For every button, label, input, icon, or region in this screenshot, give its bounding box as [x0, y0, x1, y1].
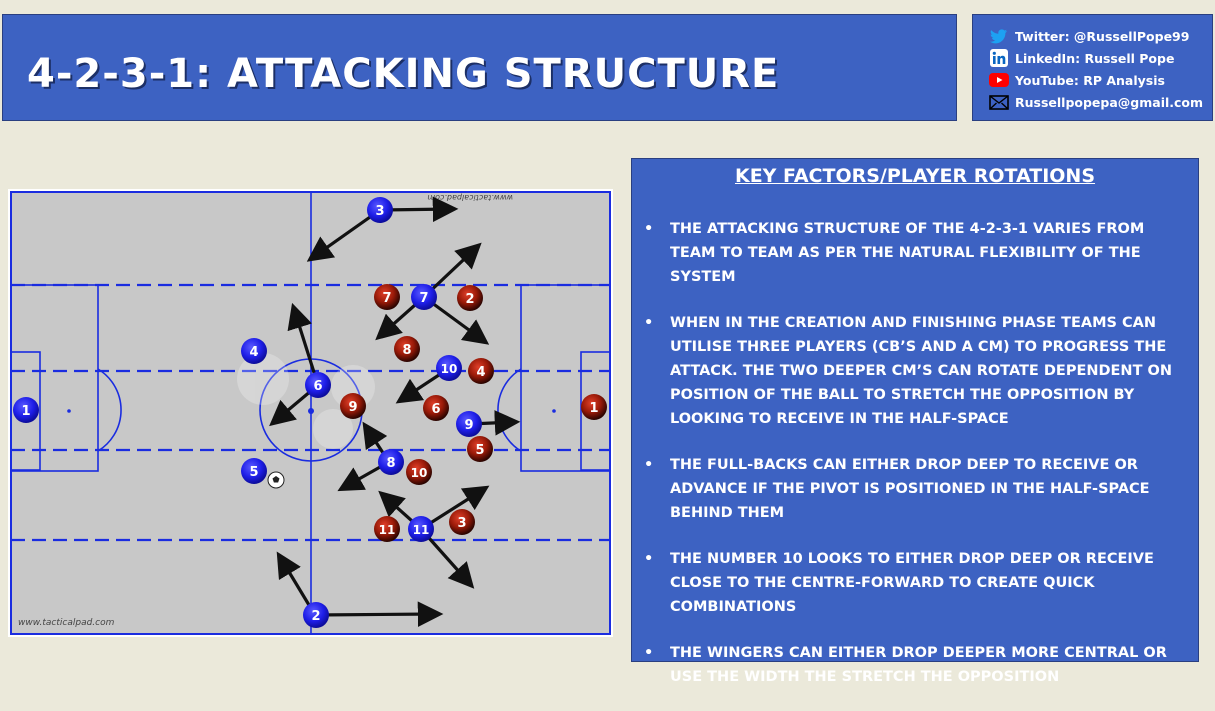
svg-text:7: 7 [382, 291, 391, 306]
red-player-9[interactable]: 9 [340, 393, 366, 419]
linkedin-row[interactable]: LinkedIn: Russell Pope [989, 47, 1174, 69]
blue-player-3[interactable]: 3 [367, 197, 393, 223]
tacticalpad-logo [237, 353, 375, 449]
email-row[interactable]: Russellpopepa@gmail.com [989, 91, 1203, 113]
red-player-5[interactable]: 5 [467, 436, 493, 462]
svg-text:11: 11 [413, 523, 430, 537]
blue-player-9[interactable]: 9 [456, 411, 482, 437]
red-player-6[interactable]: 6 [423, 395, 449, 421]
twitter-icon [989, 27, 1009, 45]
social-links-box: Twitter: @RussellPope99 LinkedIn: Russel… [972, 14, 1213, 121]
tactical-pitch: www.tacticalpad.com www.tacticalpad.com [8, 189, 613, 637]
blue-player-5[interactable]: 5 [241, 458, 267, 484]
linkedin-name: LinkedIn: Russell Pope [1015, 50, 1175, 66]
blue-player-6[interactable]: 6 [305, 372, 331, 398]
red-player-11[interactable]: 11 [374, 516, 400, 542]
svg-text:2: 2 [311, 609, 320, 624]
key-factor-3: The full-backs can either drop deep to r… [642, 453, 1192, 525]
svg-text:2: 2 [465, 292, 474, 307]
svg-text:10: 10 [411, 466, 428, 480]
key-factors-list: The attacking structure of the 4-2-3-1 v… [642, 217, 1192, 711]
blue-player-8[interactable]: 8 [378, 449, 404, 475]
svg-text:1: 1 [589, 401, 598, 416]
arrow-p2-forward [314, 601, 444, 627]
blue-player-11[interactable]: 11 [408, 516, 434, 542]
right-penalty-arc [497, 368, 522, 452]
left-penalty-spot [67, 409, 71, 413]
right-six-yard-box [580, 351, 611, 471]
svg-text:9: 9 [464, 418, 473, 433]
pitch-diagram: www.tacticalpad.com www.tacticalpad.com [8, 189, 613, 637]
right-penalty-spot [552, 409, 556, 413]
svg-text:5: 5 [249, 465, 258, 480]
svg-text:6: 6 [313, 379, 322, 394]
centre-spot [308, 408, 314, 414]
title-banner: 4-2-3-1: ATTACKING STRUCTURE [2, 14, 957, 121]
blue-player-2[interactable]: 2 [303, 602, 329, 628]
svg-text:1: 1 [21, 404, 30, 419]
red-player-8[interactable]: 8 [394, 336, 420, 362]
svg-text:8: 8 [402, 343, 411, 358]
blue-player-7[interactable]: 7 [411, 284, 437, 310]
page-title: 4-2-3-1: ATTACKING STRUCTURE [27, 51, 780, 97]
key-factor-2: When in the creation and finishing phase… [642, 311, 1192, 431]
key-factor-1: The attacking structure of the 4-2-3-1 v… [642, 217, 1192, 289]
linkedin-icon [989, 49, 1009, 67]
youtube-icon [989, 71, 1009, 89]
football [267, 471, 285, 489]
svg-text:10: 10 [441, 362, 458, 376]
svg-text:5: 5 [475, 443, 484, 458]
twitter-row[interactable]: Twitter: @RussellPope99 [989, 25, 1189, 47]
svg-text:9: 9 [348, 400, 357, 415]
youtube-row[interactable]: YouTube: RP Analysis [989, 69, 1165, 91]
youtube-channel: YouTube: RP Analysis [1015, 72, 1165, 88]
red-player-1[interactable]: 1 [581, 394, 607, 420]
red-player-10[interactable]: 10 [406, 459, 432, 485]
key-factor-4: The number 10 looks to either drop deep … [642, 547, 1192, 619]
twitter-handle: Twitter: @RussellPope99 [1015, 28, 1190, 44]
arrow-p6-up [287, 302, 320, 386]
red-player-2[interactable]: 2 [457, 285, 483, 311]
left-six-yard-box [10, 351, 41, 471]
key-factor-5: The wingers can either drop deeper more … [642, 641, 1192, 689]
key-factors-panel: KEY FACTORS/PLAYER ROTATIONS The attacki… [631, 158, 1199, 685]
svg-text:8: 8 [386, 456, 395, 471]
watermark-bottom: www.tacticalpad.com [18, 618, 115, 628]
svg-text:3: 3 [457, 516, 466, 531]
panel-heading: KEY FACTORS/PLAYER ROTATIONS [734, 165, 1096, 187]
svg-text:4: 4 [249, 345, 258, 360]
svg-text:3: 3 [375, 204, 384, 219]
email-address: Russellpopepa@gmail.com [1015, 94, 1204, 110]
arrow-p3-inside [306, 208, 381, 262]
svg-text:11: 11 [379, 523, 396, 537]
blue-player-10[interactable]: 10 [436, 355, 462, 381]
left-penalty-arc [97, 368, 122, 452]
svg-text:7: 7 [419, 291, 428, 306]
red-player-3[interactable]: 3 [449, 509, 475, 535]
svg-text:6: 6 [431, 402, 440, 417]
email-icon [989, 93, 1009, 111]
blue-team: 1 2 3 4 5 6 7 8 9 10 11 [13, 197, 482, 628]
red-player-7[interactable]: 7 [374, 284, 400, 310]
blue-player-1[interactable]: 1 [13, 397, 39, 423]
watermark-top: www.tacticalpad.com [427, 193, 513, 202]
red-team: 1 2 3 4 5 6 7 8 9 10 11 [340, 284, 607, 542]
red-player-4[interactable]: 4 [468, 358, 494, 384]
blue-player-4[interactable]: 4 [241, 338, 267, 364]
svg-text:4: 4 [476, 365, 485, 380]
